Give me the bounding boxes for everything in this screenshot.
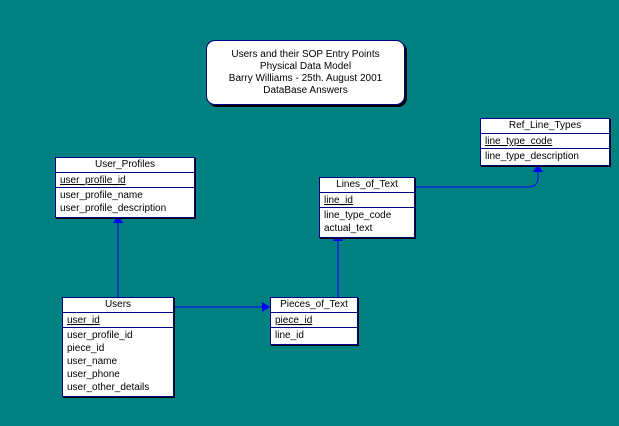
- entity-users[interactable]: Users user_id user_profile_id piece_id u…: [62, 297, 174, 397]
- title-line-2: Physical Data Model: [259, 60, 352, 72]
- entity-pieces-of-text[interactable]: Pieces_of_Text piece_id line_id: [270, 297, 358, 345]
- diagram-title-box: Users and their SOP Entry Points Physica…: [206, 40, 405, 105]
- attribute: user_profile_name: [60, 190, 143, 201]
- title-line-4: DataBase Answers: [263, 84, 348, 96]
- link-lines-ref-line-types: [414, 164, 543, 188]
- attribute: user_phone: [67, 369, 120, 380]
- pk-separator: [63, 327, 173, 328]
- pk-separator: [320, 207, 414, 208]
- attribute: user_profile_id: [67, 330, 133, 341]
- pk-attribute: piece_id: [275, 315, 313, 326]
- pk-attribute: line_type_code: [485, 136, 553, 147]
- attribute: user_name: [67, 356, 118, 367]
- pk-separator: [56, 187, 194, 188]
- entity-name: Ref_Line_Types: [481, 119, 609, 134]
- title-line-1: Users and their SOP Entry Points: [231, 48, 380, 60]
- entity-name: User_Profiles: [56, 158, 194, 173]
- entity-lines-of-text[interactable]: Lines_of_Text line_id line_type_code act…: [319, 177, 415, 238]
- pk-attribute: user_id: [67, 315, 100, 326]
- attribute: line_type_description: [485, 151, 579, 162]
- attribute: user_profile_description: [60, 203, 167, 214]
- attribute: line_type_code: [324, 210, 392, 221]
- attribute: actual_text: [324, 223, 373, 234]
- attribute: line_id: [275, 330, 304, 341]
- attribute: piece_id: [67, 343, 105, 354]
- entity-user-profiles[interactable]: User_Profiles user_profile_id user_profi…: [55, 157, 195, 218]
- entity-name: Lines_of_Text: [320, 178, 414, 193]
- pk-attribute: user_profile_id: [60, 175, 126, 186]
- pk-separator: [481, 148, 609, 149]
- pk-separator: [271, 327, 357, 328]
- title-line-3: Barry Williams - 25th. August 2001: [228, 72, 383, 84]
- pk-attribute: line_id: [324, 195, 353, 206]
- entity-name: Pieces_of_Text: [271, 298, 357, 313]
- entity-ref-line-types[interactable]: Ref_Line_Types line_type_code line_type_…: [480, 118, 610, 166]
- attribute: user_other_details: [67, 382, 150, 393]
- entity-name: Users: [63, 298, 173, 313]
